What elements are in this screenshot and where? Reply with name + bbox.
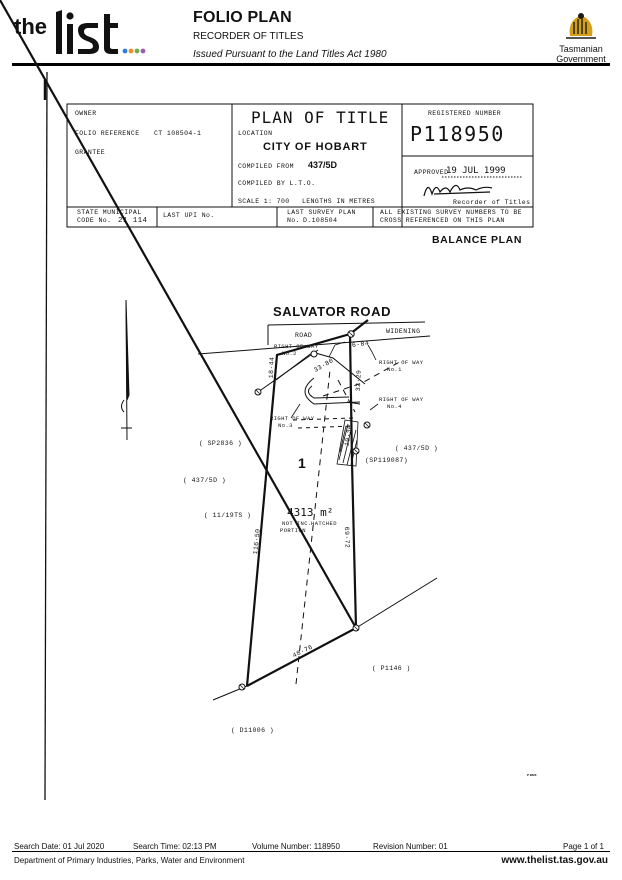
sheet-margin-line bbox=[44, 71, 48, 801]
cross-reference-note-2: CROSS REFERENCED ON THIS PLAN bbox=[380, 217, 505, 224]
adjoining-d11006: ( D11006 ) bbox=[231, 727, 275, 734]
page-indicator: Page 1 of 1 bbox=[563, 842, 604, 851]
registered-number-label: REGISTERED NUMBER bbox=[428, 110, 502, 117]
scale: SCALE 1: 700 bbox=[238, 198, 290, 205]
footer-divider bbox=[12, 851, 610, 852]
folio-reference-label: FOLIO REFERENCE bbox=[75, 130, 140, 137]
row-leader-arrows bbox=[290, 341, 379, 419]
portion-label: PORTION bbox=[280, 527, 306, 534]
location-value: CITY OF HOBART bbox=[263, 141, 368, 153]
tiny-sheet-code: P 9620 bbox=[527, 773, 537, 777]
lot-boundary bbox=[0, 0, 369, 687]
location-label: LOCATION bbox=[238, 130, 273, 137]
north-arrow-icon bbox=[121, 299, 132, 441]
gov-line-1: Tasmanian bbox=[559, 44, 603, 54]
adjoining-sp119087: (SP119087) bbox=[365, 457, 409, 464]
cross-reference-note-1: ALL EXISTING SURVEY NUMBERS TO BE bbox=[380, 209, 522, 216]
gov-line-2: Government bbox=[556, 54, 606, 64]
row1-label-a: RIGHT OF WAY bbox=[379, 359, 424, 366]
compiled-from-label: COMPILED FROM bbox=[238, 163, 294, 170]
state-municipal-label: STATE MUNICIPAL bbox=[77, 209, 142, 216]
compiled-from-value: 437/5D bbox=[308, 160, 338, 170]
tasmanian-government-logo: Tasmanian Government bbox=[548, 8, 614, 64]
folio-reference-value: CT 108504-1 bbox=[154, 130, 202, 137]
plan-of-title-heading: PLAN OF TITLE bbox=[251, 108, 390, 127]
dimension-6972: 69·72 bbox=[342, 526, 351, 549]
page-subtitle: RECORDER OF TITLES bbox=[193, 31, 304, 42]
row1-label-b: No.1 bbox=[387, 366, 402, 373]
website-link[interactable]: www.thelist.tas.gov.au bbox=[501, 855, 608, 866]
row4-label-a: RIGHT OF WAY bbox=[379, 396, 424, 403]
code-label: CODE No. bbox=[77, 217, 112, 224]
lot-area: 4313 m² bbox=[287, 506, 334, 519]
balance-plan-label: BALANCE PLAN bbox=[432, 234, 523, 246]
volume-number: Volume Number: 118950 bbox=[252, 842, 340, 851]
tasmanian-tiger-emblem-icon bbox=[566, 13, 596, 39]
road-name: SALVATOR ROAD bbox=[273, 304, 392, 319]
adjoining-437-right: ( 437/5D ) bbox=[395, 445, 439, 452]
department-name: Department of Primary Industries, Parks,… bbox=[14, 856, 245, 865]
grantee-label: GRANTEE bbox=[75, 149, 106, 156]
row2-label-a: RIGHT OF WAY bbox=[274, 343, 319, 350]
adjoining-p1146: ( P1146 ) bbox=[372, 665, 411, 672]
dashed-lines bbox=[292, 359, 404, 685]
revision-number: Revision Number: 01 bbox=[373, 842, 448, 851]
row3-label-a: RIGHT OF WAY bbox=[270, 415, 315, 422]
header-divider bbox=[12, 63, 610, 66]
last-survey-plan-value: D.108504 bbox=[303, 217, 338, 224]
last-survey-plan-label: LAST SURVEY PLAN bbox=[287, 209, 356, 216]
page-title: FOLIO PLAN bbox=[193, 9, 292, 26]
search-time: Search Time: 02:13 PM bbox=[133, 842, 217, 851]
recorder-signature-icon bbox=[423, 184, 493, 197]
last-upi-label: LAST UPI No. bbox=[163, 212, 215, 219]
registered-number-value: P118950 bbox=[410, 122, 505, 146]
lengths-unit: LENGTHS IN METRES bbox=[302, 198, 376, 205]
dimension-3229: 32·29 bbox=[354, 369, 363, 392]
right-of-way-lines bbox=[257, 349, 366, 405]
recorder-caption: Recorder of Titles bbox=[453, 199, 531, 206]
lot-number: 1 bbox=[298, 455, 306, 471]
approved-date: 19 JUL 1999 bbox=[446, 166, 506, 176]
state-code-value: 21 114 bbox=[118, 217, 148, 225]
last-survey-no-label: No. bbox=[287, 217, 300, 224]
road-label: ROAD bbox=[295, 332, 313, 339]
compiled-by: COMPILED BY L.T.O. bbox=[238, 180, 316, 187]
approved-label: APPROVED bbox=[414, 169, 449, 176]
row2-label-b: No.2 bbox=[282, 350, 297, 357]
adjoining-1119ts: ( 11/19TS ) bbox=[204, 512, 252, 519]
not-included-label: NOT INC. bbox=[282, 520, 312, 527]
adjoining-sp2836: ( SP2836 ) bbox=[199, 440, 243, 447]
row3-label-b: No.3 bbox=[278, 422, 293, 429]
widening-label: WIDENING bbox=[386, 328, 421, 335]
survey-mark-ticks bbox=[239, 331, 370, 690]
dimension-1844: 18·44 bbox=[267, 356, 276, 379]
row4-label-b: No.4 bbox=[387, 403, 402, 410]
act-reference: Issued Pursuant to the Land Titles Act 1… bbox=[193, 49, 387, 60]
adjoining-437-left: ( 437/5D ) bbox=[183, 477, 227, 484]
owner-label: OWNER bbox=[75, 110, 97, 117]
search-date: Search Date: 01 Jul 2020 bbox=[14, 842, 105, 851]
hatched-label: HATCHED bbox=[311, 520, 337, 527]
title-block-grid bbox=[66, 103, 534, 228]
thelist-logo: the bbox=[12, 6, 152, 64]
